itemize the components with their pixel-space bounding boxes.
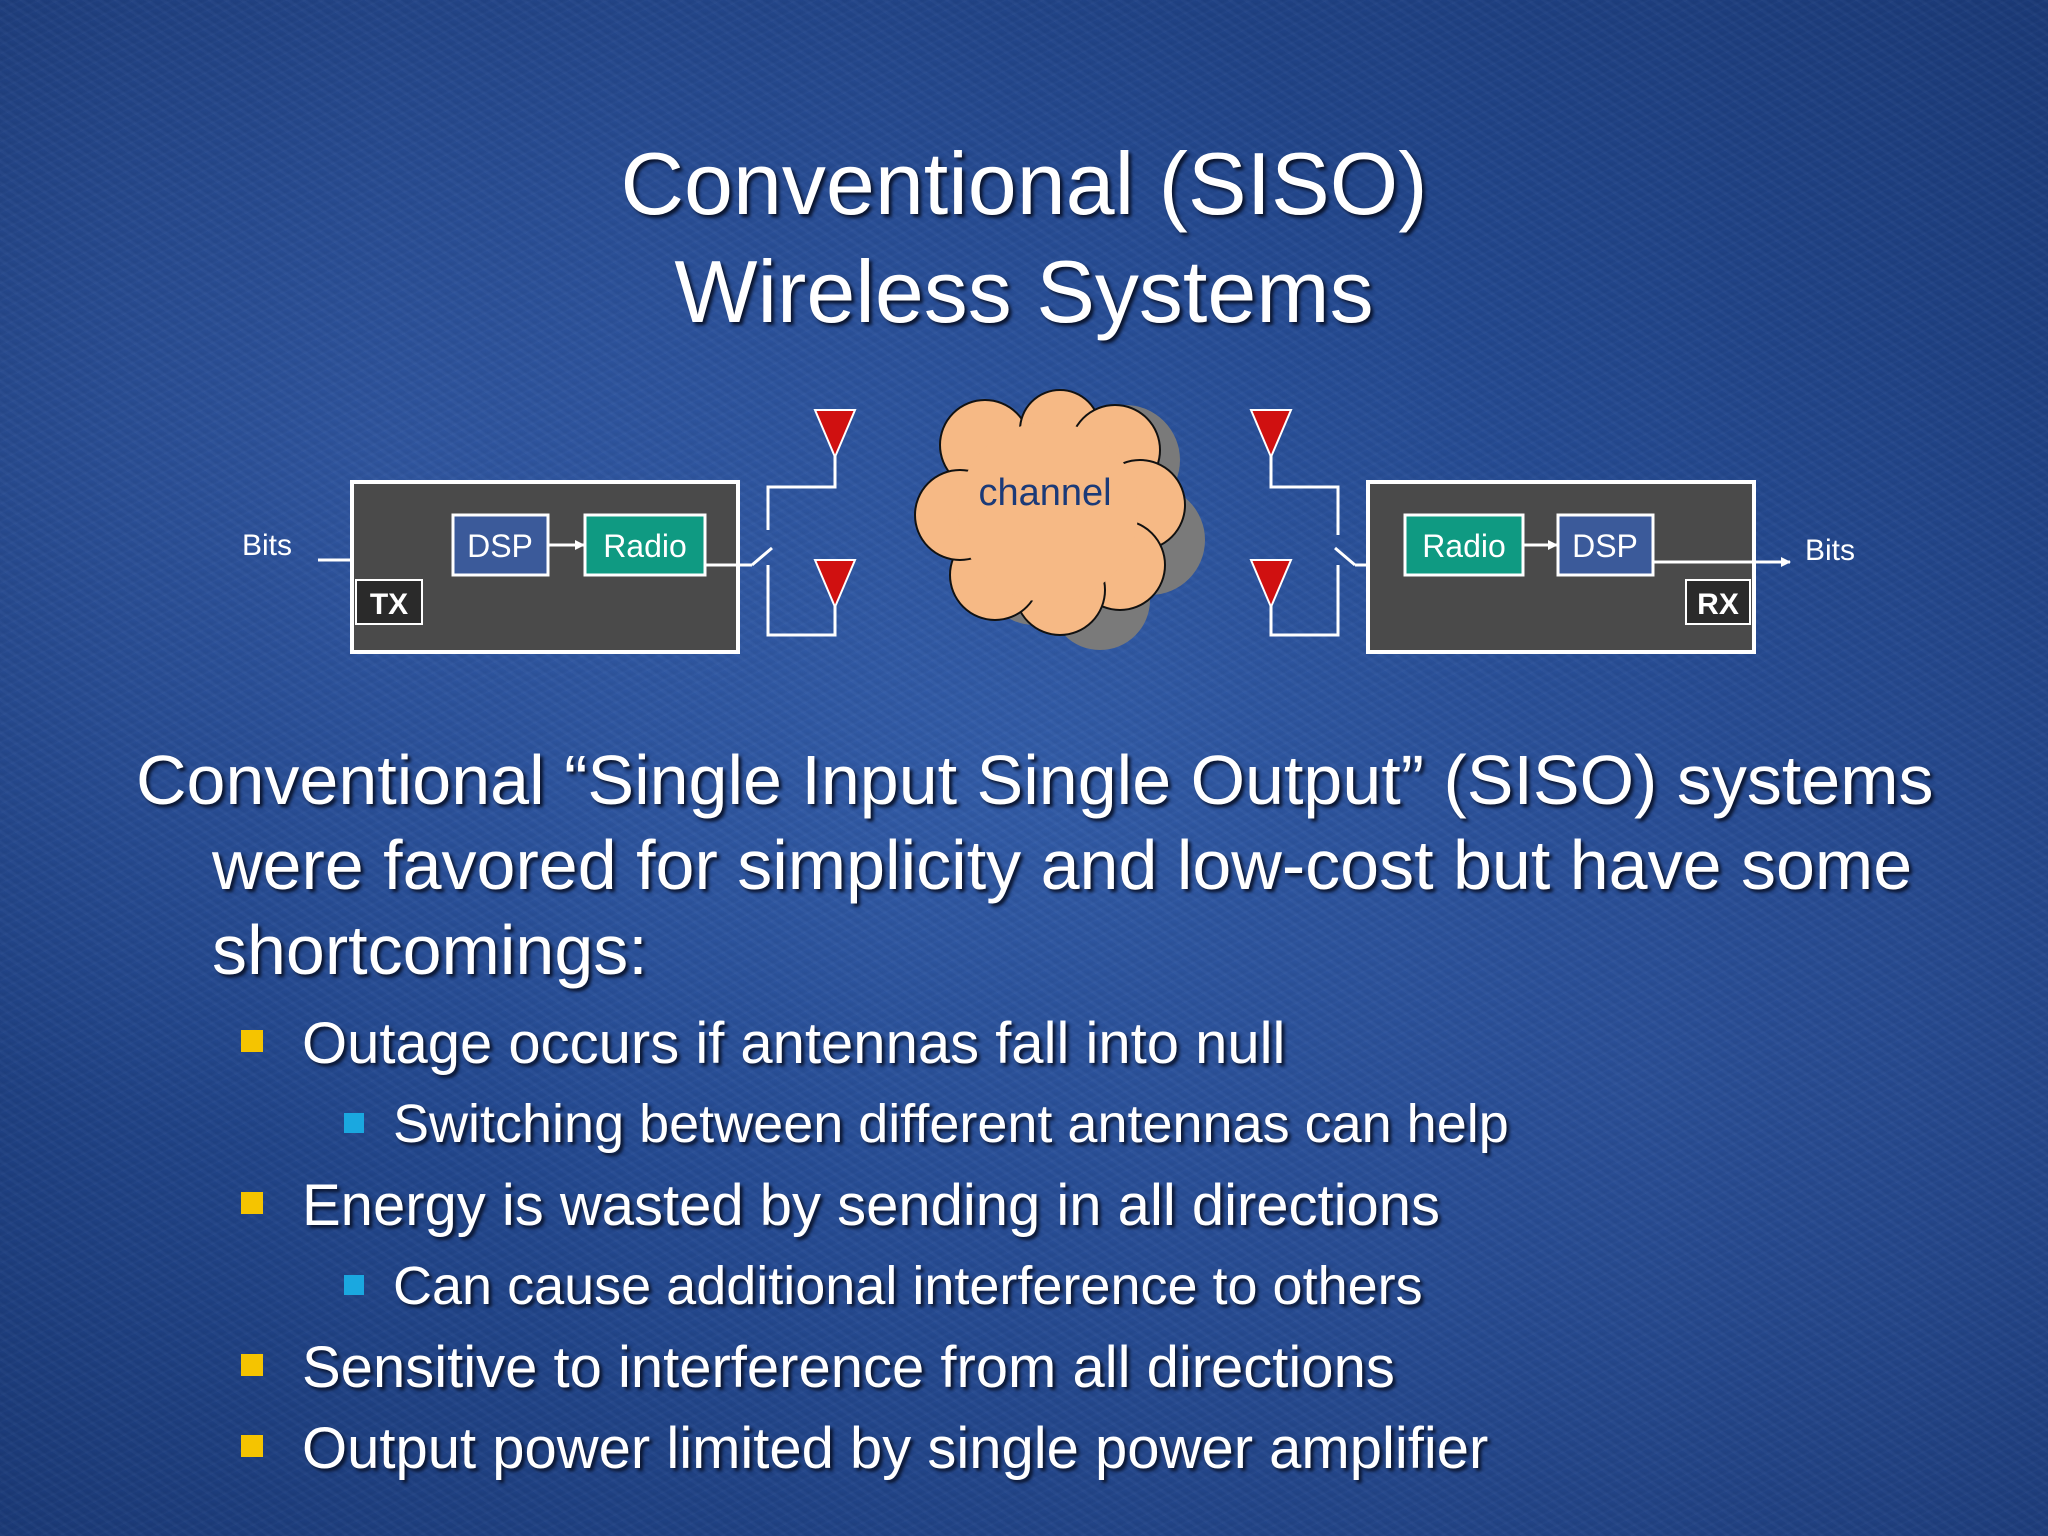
bullet-item: Sensitive to interference from all direc… — [136, 1327, 1996, 1408]
bullet-item: Output power limited by single power amp… — [136, 1408, 1996, 1489]
tx-tag-label: TX — [370, 588, 408, 621]
bullet-text: Output power limited by single power amp… — [302, 1416, 1489, 1481]
tx-radio-label: Radio — [603, 528, 687, 564]
rx-radio-label: Radio — [1422, 528, 1506, 564]
tx-dsp-label: DSP — [467, 528, 533, 564]
rx-tag-label: RX — [1697, 588, 1739, 621]
square-bullet-icon — [241, 1354, 263, 1376]
bullet-item: Outage occurs if antennas fall into null — [136, 1003, 1996, 1084]
slide-body: Conventional “Single Input Single Output… — [136, 738, 1996, 1489]
tx-antenna-bottom-icon — [813, 559, 857, 610]
channel-label: channel — [978, 472, 1111, 514]
slide-title: Conventional (SISO) Wireless Systems — [0, 130, 2048, 346]
bullet-text: Sensitive to interference from all direc… — [302, 1335, 1395, 1400]
bullet-text: Energy is wasted by sending in all direc… — [302, 1173, 1441, 1238]
rx-antenna-bottom-icon — [1249, 559, 1293, 610]
rx-dsp-block — [1556, 513, 1655, 577]
square-bullet-icon — [344, 1113, 364, 1133]
bullet-text: Outage occurs if antennas fall into null — [302, 1011, 1286, 1076]
tx-dsp-block — [451, 513, 550, 577]
title-line-1: Conventional (SISO) — [620, 134, 1428, 233]
tx-antenna-switch — [705, 455, 837, 637]
rx-dsp-label: DSP — [1572, 528, 1638, 564]
square-bullet-icon — [344, 1275, 364, 1295]
main-paragraph: Conventional “Single Input Single Output… — [136, 741, 1934, 989]
tx-tag — [355, 579, 423, 625]
sub-bullet-item: Switching between different antennas can… — [136, 1084, 1996, 1165]
sub-bullet-text: Can cause additional interference to oth… — [393, 1256, 1423, 1316]
tx-antenna-top-icon — [813, 409, 857, 460]
square-bullet-icon — [241, 1435, 263, 1457]
square-bullet-icon — [241, 1192, 263, 1214]
tx-radio-block — [583, 513, 707, 577]
rx-bits-label: Bits — [1805, 534, 1855, 567]
bullet-list: Outage occurs if antennas fall into null… — [136, 1003, 1996, 1489]
sub-bullet-text: Switching between different antennas can… — [393, 1094, 1509, 1154]
square-bullet-icon — [241, 1030, 263, 1052]
sub-bullet-item: Can cause additional interference to oth… — [136, 1246, 1996, 1327]
bullet-item: Energy is wasted by sending in all direc… — [136, 1165, 1996, 1246]
rx-tag — [1685, 579, 1751, 625]
title-line-2: Wireless Systems — [674, 242, 1374, 341]
rx-antenna-top-icon — [1249, 409, 1293, 460]
tx-bits-label: Bits — [242, 529, 292, 562]
